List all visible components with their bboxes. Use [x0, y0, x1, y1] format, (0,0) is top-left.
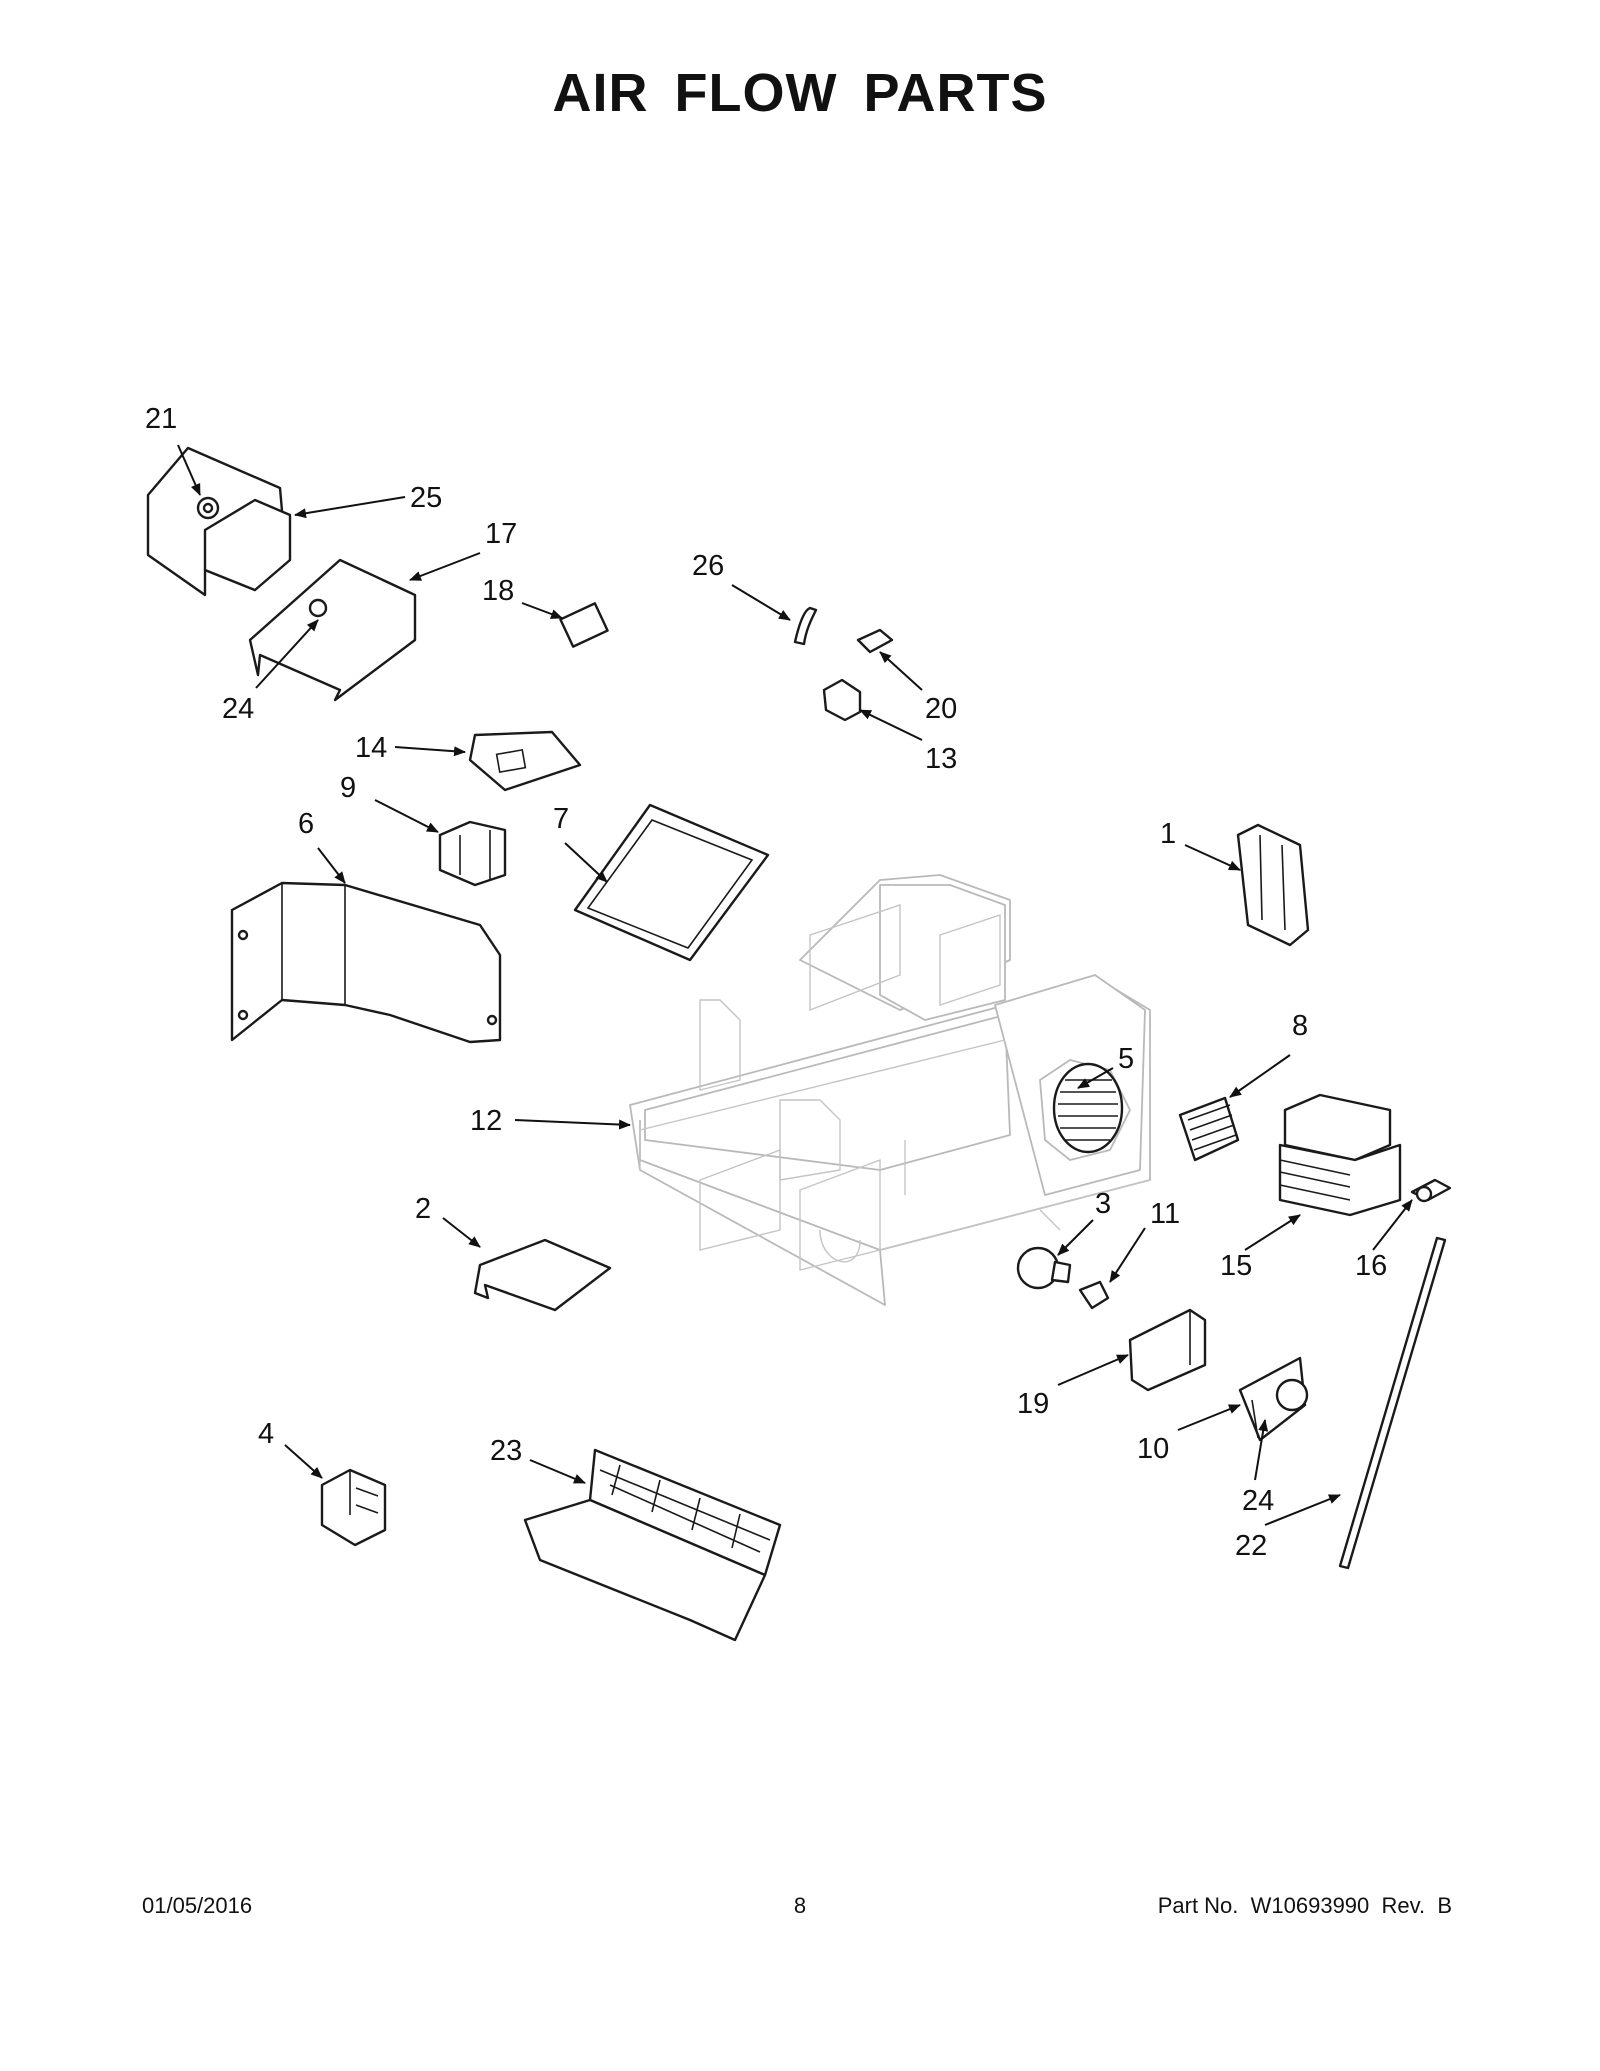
callout-16: 16 [1355, 1250, 1387, 1282]
callout-11: 11 [1150, 1198, 1180, 1230]
part-23-grease-filter [523, 1448, 782, 1642]
part-7-filter [573, 803, 770, 962]
part-9-solenoid [438, 820, 507, 887]
callout-15: 15 [1220, 1250, 1252, 1282]
callout-9: 9 [340, 772, 356, 804]
part-22-rod [1338, 1236, 1447, 1570]
callout-3: 3 [1095, 1188, 1111, 1220]
callout-13: 13 [925, 743, 957, 775]
part-26-hose [793, 606, 818, 646]
part-8-grille [1178, 1096, 1240, 1162]
callout-4: 4 [258, 1418, 274, 1450]
callout-20: 20 [925, 693, 957, 725]
part-3-lamp [1016, 1246, 1072, 1290]
footer-part-number: Part No. W10693990 Rev. B [1157, 1893, 1452, 1918]
footer-date: 01/05/2016 [142, 1893, 253, 1918]
callout-26: 26 [692, 550, 724, 582]
callout-24a: 24 [222, 693, 254, 725]
part-25-bracket [146, 446, 292, 597]
callout-8: 8 [1292, 1010, 1308, 1042]
callout-5: 5 [1118, 1043, 1134, 1075]
callout-21: 21 [145, 403, 177, 435]
callout-6: 6 [298, 808, 314, 840]
part-13-bracket [822, 678, 862, 722]
part-18-pad [559, 602, 609, 648]
callout-17: 17 [485, 518, 517, 550]
callout-10: 10 [1137, 1433, 1169, 1465]
part-6-panel [230, 881, 502, 1044]
part-16-thermostat [1410, 1178, 1452, 1203]
callout-25: 25 [410, 482, 442, 514]
part-19-board [1128, 1308, 1207, 1392]
callout-14: 14 [355, 732, 387, 764]
footer-page-number: 8 [793, 1893, 807, 1918]
blower-wheel [1052, 1062, 1124, 1154]
callout-2: 2 [415, 1193, 431, 1225]
page-title: AIR FLOW PARTS [552, 63, 1048, 123]
part-2-plate [473, 1238, 612, 1312]
part-10-motor [1238, 1356, 1309, 1442]
callout-23: 23 [490, 1435, 522, 1467]
callout-18: 18 [482, 575, 514, 607]
part-17-duct [248, 558, 417, 702]
callout-24b: 24 [1242, 1485, 1274, 1517]
callout-7: 7 [553, 803, 569, 835]
part-4-bracket [320, 1468, 387, 1547]
callout-1: 1 [1160, 818, 1176, 850]
part-11-socket [1078, 1280, 1110, 1310]
part-1-bracket [1236, 823, 1310, 947]
callout-22: 22 [1235, 1530, 1267, 1562]
callout-12: 12 [470, 1105, 502, 1137]
callout-19: 19 [1017, 1388, 1049, 1420]
part-20-clip [856, 628, 894, 654]
part-15-transformer [1278, 1093, 1402, 1217]
